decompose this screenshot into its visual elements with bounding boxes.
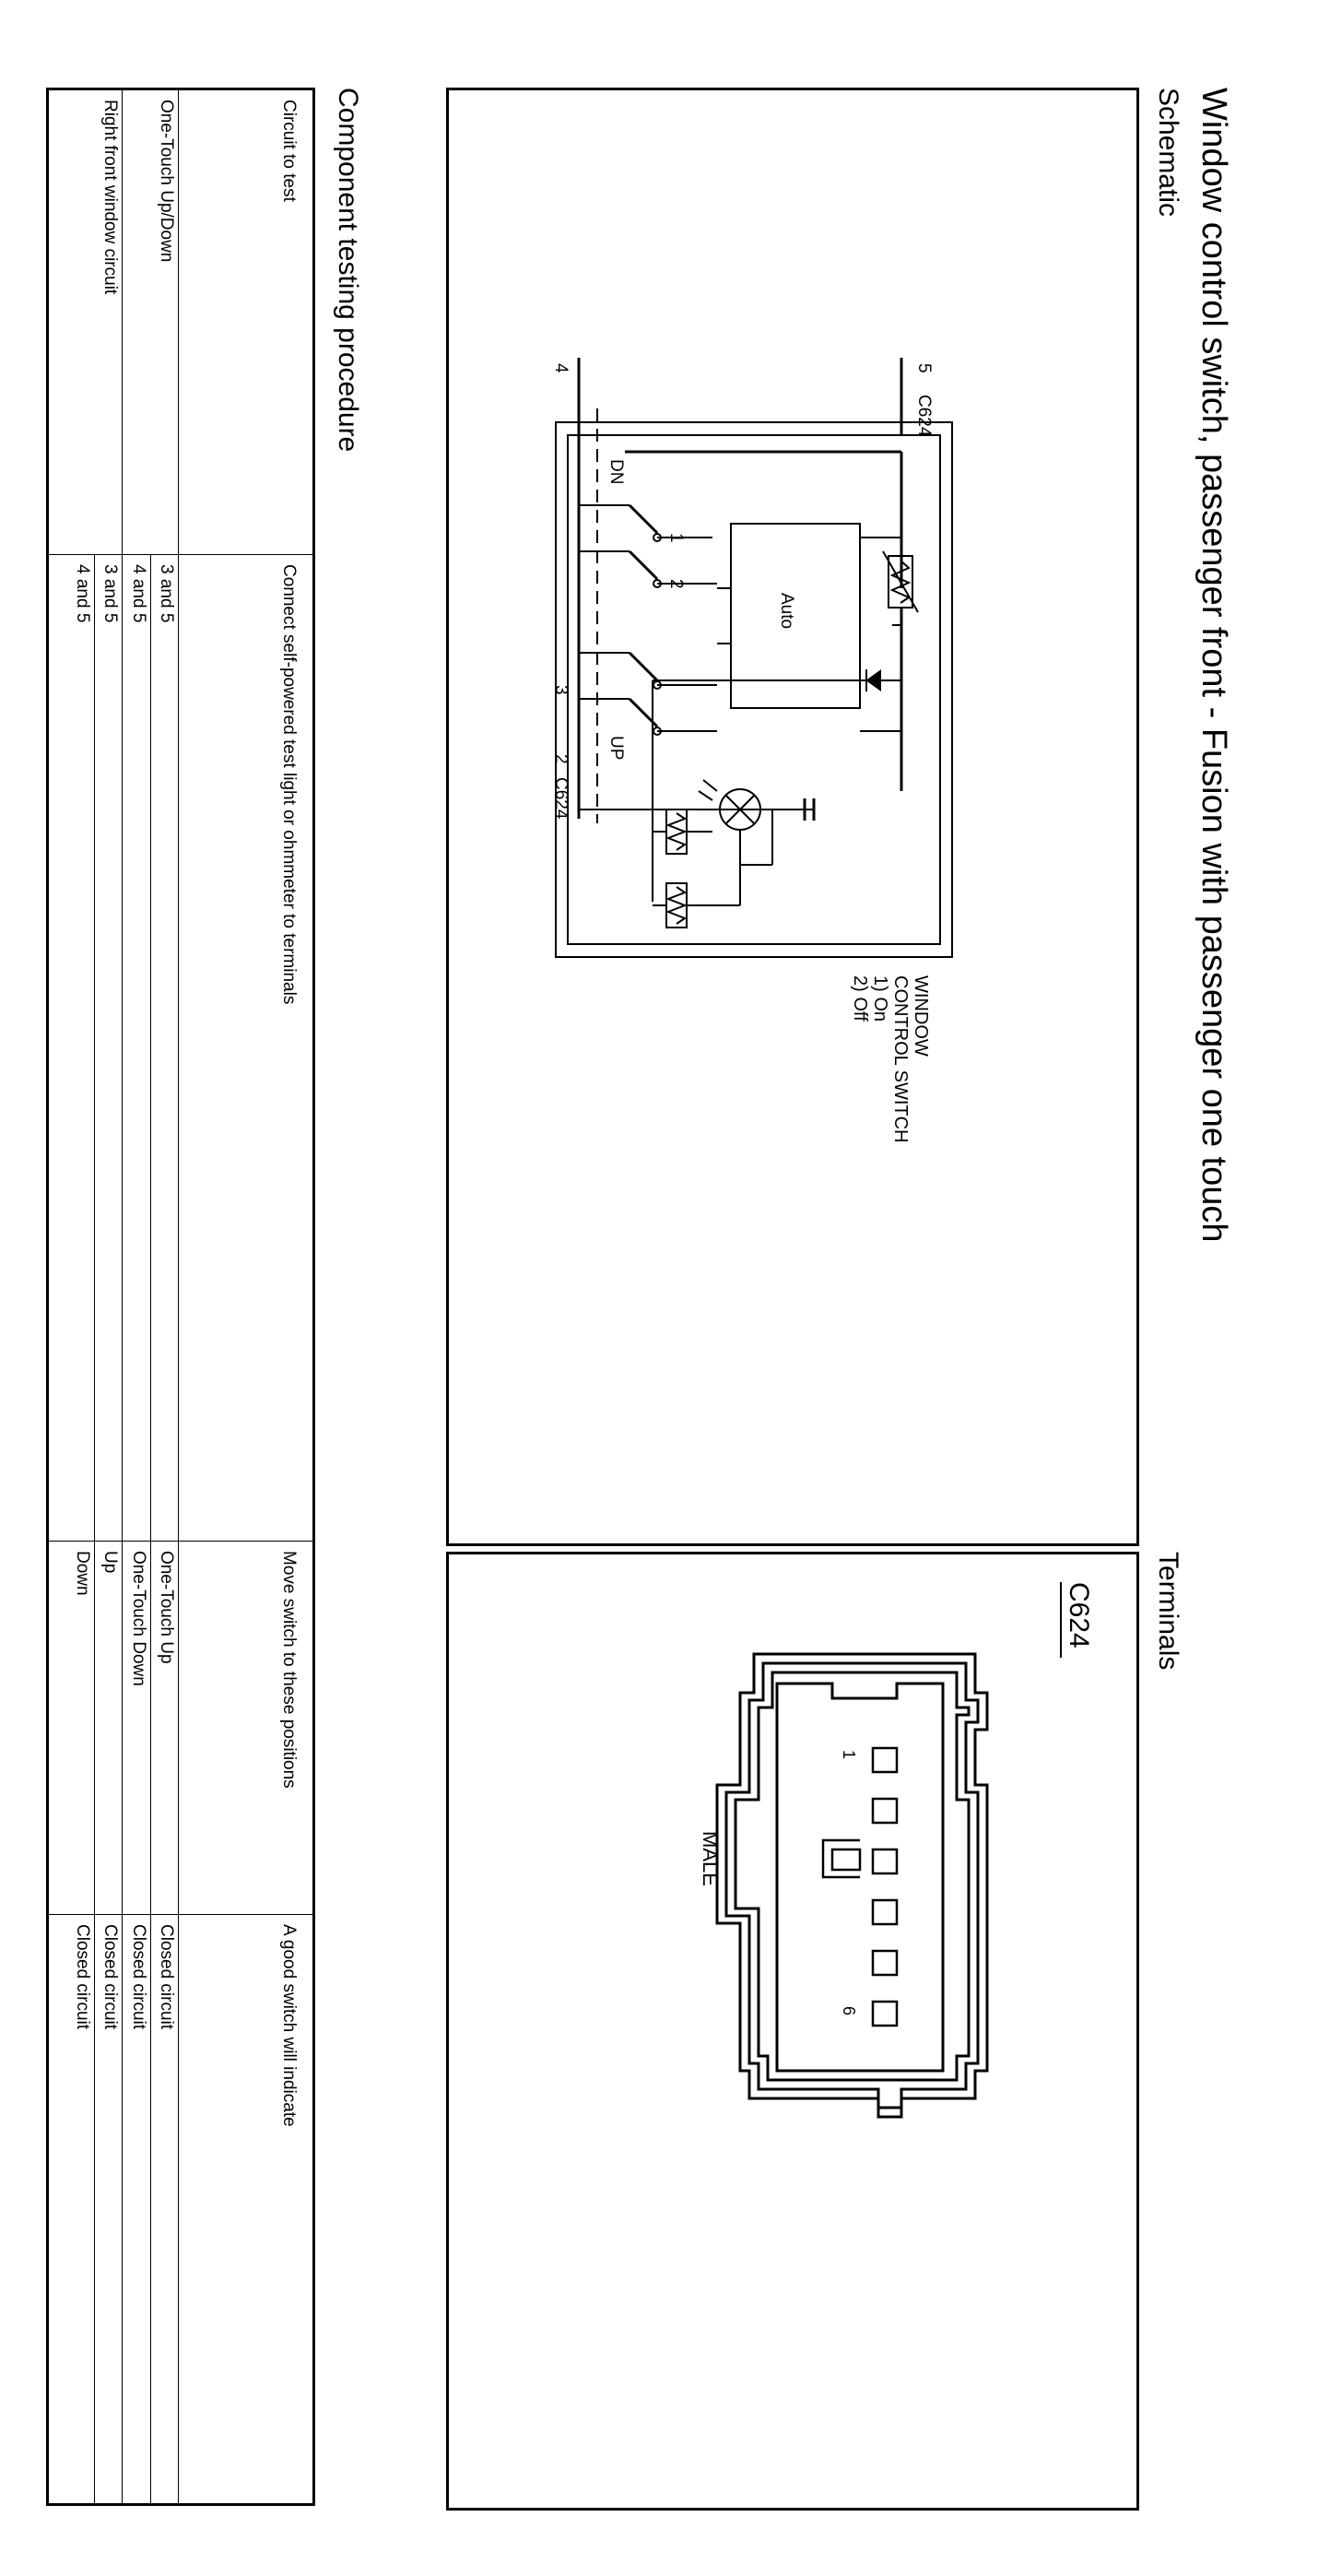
terminals-heading: Terminals: [1153, 1552, 1183, 1671]
resistor-1-zigzag: [665, 812, 688, 851]
circuit-cell: Right front window circuit: [94, 89, 123, 555]
schematic-heading: Schematic: [1153, 88, 1183, 218]
column-header-circuit: Circuit to test: [178, 89, 314, 555]
circuit-cell-continued: [47, 89, 95, 555]
legend-line-4: 2) Off: [850, 975, 870, 1022]
table-row: 4 and 5 Down Closed circuit: [47, 89, 95, 2505]
legend-line-1: WINDOW: [911, 975, 931, 1057]
terminals-cell: 3 and 5: [150, 554, 179, 1542]
connector-id: C624: [1064, 1582, 1094, 1648]
pin-6-number: 6: [840, 2006, 858, 2015]
terminal-pin-6: [871, 2000, 899, 2027]
component-testing-table: Circuit to test Connect self-powered tes…: [46, 88, 315, 2506]
dn-switch-blade-1: [628, 503, 659, 535]
connector-diagram: C624 1 6 MALE: [699, 1582, 1094, 2119]
terminal-pin-1: [871, 1746, 899, 1774]
pin-2-label: 2: [551, 754, 571, 764]
circuit-cell-continued: [122, 89, 151, 555]
connector-latch: [821, 1838, 860, 1879]
pin-4-label: 4: [551, 363, 571, 373]
terminals-cell: 4 and 5: [47, 554, 95, 1542]
legend-line-3: 1) On: [870, 975, 890, 1022]
switch-enclosure-outer: [555, 421, 953, 958]
page-title: Window control switch, passenger front -…: [1194, 88, 1233, 1243]
result-cell: Closed circuit: [94, 1914, 123, 2505]
terminal-pin-5: [871, 1949, 899, 1977]
auto-label: Auto: [777, 593, 796, 629]
auto-box: [730, 523, 861, 709]
switch-position-1: 1: [666, 533, 686, 543]
dn-switch-blade-2: [628, 549, 659, 581]
switch-enclosure-inner: [567, 434, 941, 945]
pin-5-label: 5: [914, 363, 934, 373]
table-row: Right front window circuit 3 and 5 Up Cl…: [94, 89, 123, 2505]
table-row: 4 and 5 One-Touch Down Closed circuit: [122, 89, 151, 2505]
terminal-pin-3: [871, 1848, 899, 1875]
lamp-ray-1: [702, 779, 718, 792]
dn-label: DN: [606, 459, 626, 484]
position-cell: One-Touch Down: [122, 1541, 151, 1915]
pin-1-number: 1: [840, 1750, 858, 1759]
circuit-cell: One-Touch Up/Down: [150, 89, 179, 555]
ptc-diagonal: [882, 550, 919, 613]
connector-label-bottom: C624: [551, 777, 571, 820]
schematic-diagram: 5 4 3 2 C624 C624 DN UP Auto 1 2 WINDOW …: [551, 358, 953, 1142]
terminals-cell: 3 and 5: [94, 554, 123, 1542]
diode-symbol: [865, 669, 881, 691]
lamp-ray-2: [698, 790, 713, 801]
position-cell: Down: [47, 1541, 95, 1915]
result-cell: Closed circuit: [150, 1914, 179, 2505]
table-row: One-Touch Up/Down 3 and 5 One-Touch Up C…: [150, 89, 179, 2505]
component-testing-heading: Component testing procedure: [333, 88, 363, 453]
connector-gender: MALE: [699, 1831, 722, 1886]
result-cell: Closed circuit: [47, 1914, 95, 2505]
latch-tab: [830, 1848, 862, 1872]
terminal-pin-2: [871, 1797, 899, 1825]
connector-label-top: C624: [914, 395, 934, 437]
legend-line-2: CONTROL SWITCH: [890, 975, 911, 1142]
up-label: UP: [606, 736, 626, 760]
column-header-result: A good switch will indicate: [178, 1914, 314, 2505]
switch-position-2: 2: [666, 579, 686, 589]
up-switch-blade-2: [628, 697, 659, 728]
terminals-panel: C624 1 6 MALE: [446, 1552, 1139, 2511]
position-cell: One-Touch Up: [150, 1541, 179, 1915]
result-cell: Closed circuit: [122, 1914, 151, 2505]
column-header-positions: Move switch to these positions: [178, 1541, 314, 1915]
terminals-cell: 4 and 5: [122, 554, 151, 1542]
position-cell: Up: [94, 1541, 123, 1915]
up-switch-blade-1: [628, 651, 659, 682]
table-header-row: Circuit to test Connect self-powered tes…: [178, 89, 314, 2505]
schematic-panel: 5 4 3 2 C624 C624 DN UP Auto 1 2 WINDOW …: [446, 88, 1139, 1546]
resistor-2-zigzag: [665, 886, 688, 925]
connector-outline: [715, 1652, 989, 2119]
terminal-pin-4: [871, 1898, 899, 1926]
pin-3-label: 3: [551, 685, 571, 695]
column-header-terminals: Connect self-powered test light or ohmme…: [178, 554, 314, 1542]
